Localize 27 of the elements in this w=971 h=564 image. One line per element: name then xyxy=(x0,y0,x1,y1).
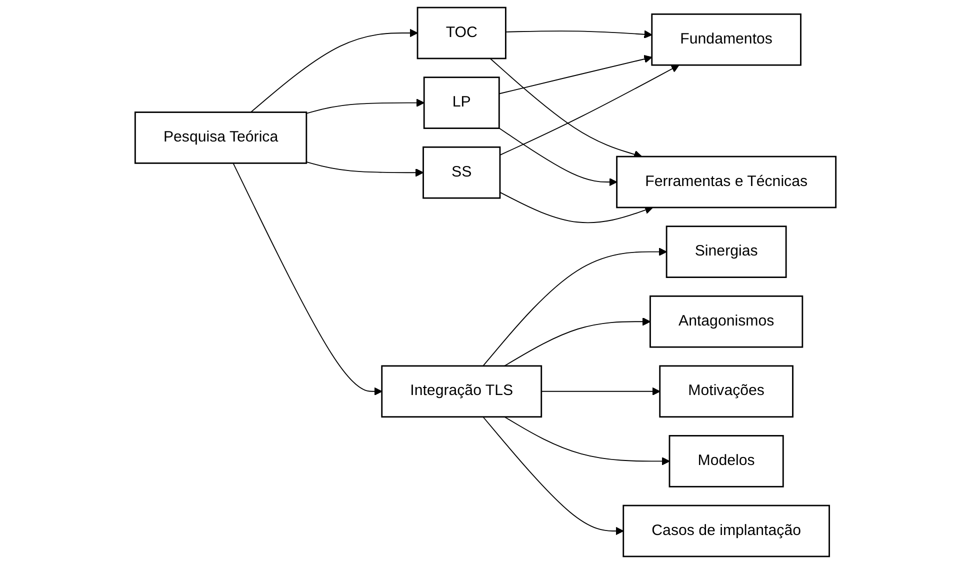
arrow xyxy=(504,416,670,466)
arrow xyxy=(482,416,624,536)
arrow xyxy=(498,128,618,186)
arrow xyxy=(490,58,642,158)
arrow xyxy=(500,64,680,156)
arrow xyxy=(504,317,651,366)
arrow xyxy=(540,387,660,396)
node-box: SS xyxy=(422,146,501,199)
node-box: TOC xyxy=(416,6,506,60)
arrow xyxy=(250,28,418,113)
node-box: Integração TLS xyxy=(381,365,542,418)
arrow xyxy=(505,30,652,38)
node-box: Fundamentos xyxy=(651,13,802,66)
arrow xyxy=(498,54,652,94)
node-box: Pesquisa Teórica xyxy=(134,112,308,164)
node-box: Modelos xyxy=(668,435,784,488)
node-box: Antagonismos xyxy=(650,295,804,348)
arrow xyxy=(306,161,424,177)
arrow xyxy=(232,162,382,396)
arrow xyxy=(500,192,654,224)
node-box: Casos de implantação xyxy=(622,504,830,558)
node-box: Ferramentas e Técnicas xyxy=(616,156,837,208)
arrow xyxy=(306,98,424,114)
node-box: Motivações xyxy=(659,365,794,418)
node-box: Sinergias xyxy=(666,226,787,278)
node-box: LP xyxy=(423,76,500,129)
arrow xyxy=(482,248,667,366)
